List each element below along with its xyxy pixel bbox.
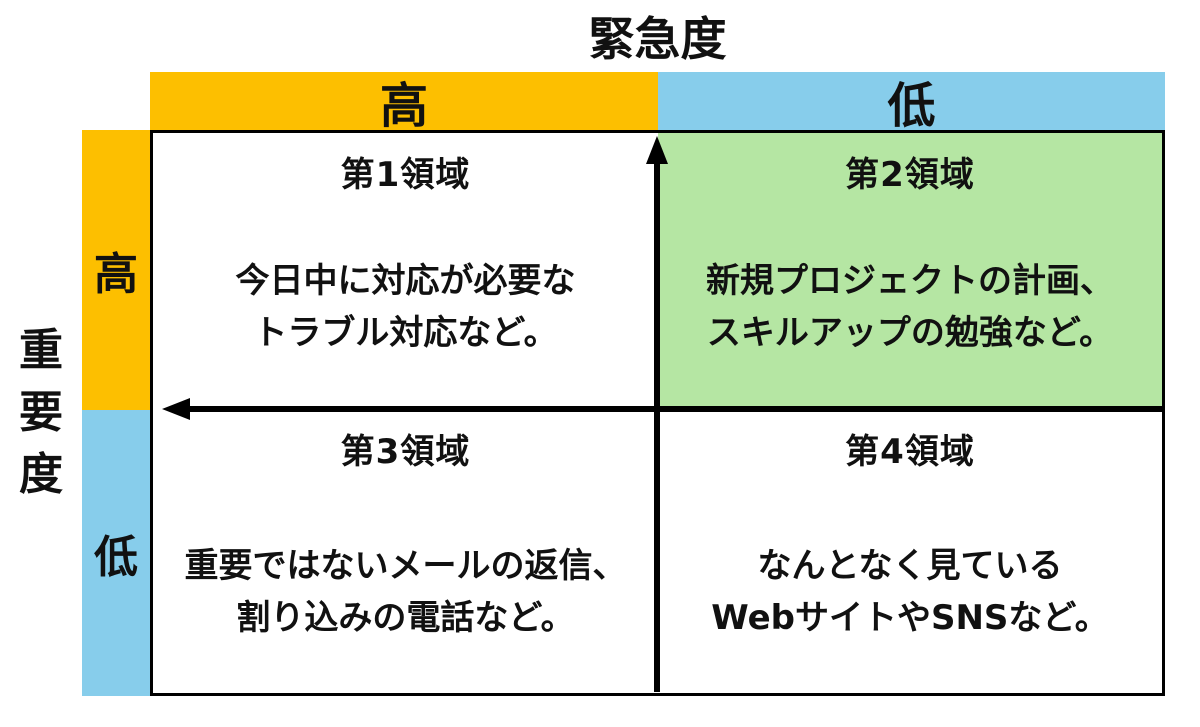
quadrant-4: 第4領域 なんとなく見ている WebサイトやSNSなど。 (658, 410, 1162, 693)
quadrant-description: 新規プロジェクトの計画、 スキルアップの勉強など。 (658, 255, 1162, 359)
quadrant-description: なんとなく見ている WebサイトやSNSなど。 (658, 540, 1162, 644)
urgency-axis-title: 緊急度 (588, 12, 727, 66)
description-line: WebサイトやSNSなど。 (711, 598, 1109, 638)
description-line: トラブル対応など。 (253, 313, 558, 353)
description-line: スキルアップの勉強など。 (706, 313, 1114, 353)
description-line: 新規プロジェクトの計画、 (706, 261, 1114, 301)
quadrant-title: 第1領域 (340, 155, 471, 195)
description-line: なんとなく見ている (757, 546, 1063, 586)
quadrant-3: 第3領域 重要ではないメールの返信、 割り込みの電話など。 (153, 410, 658, 693)
importance-title-char: 度 (19, 449, 63, 500)
urgency-high-header: 高 (150, 72, 658, 134)
importance-axis-title: 重要度 (0, 130, 82, 696)
quadrant-description: 重要ではないメールの返信、 割り込みの電話など。 (153, 540, 658, 644)
importance-title-char: 重 (19, 325, 63, 376)
quadrant-1: 第1領域 今日中に対応が必要な トラブル対応など。 (153, 133, 658, 410)
importance-high-header: 高 (82, 130, 150, 410)
quadrant-title: 第4領域 (845, 432, 975, 472)
quadrant-title: 第2領域 (845, 155, 975, 195)
description-line: 今日中に対応が必要な (235, 261, 576, 301)
quadrant-description: 今日中に対応が必要な トラブル対応など。 (153, 255, 658, 359)
description-line: 割り込みの電話など。 (236, 598, 575, 638)
quadrant-title: 第3領域 (340, 432, 471, 472)
quadrant-2: 第2領域 新規プロジェクトの計画、 スキルアップの勉強など。 (658, 133, 1162, 410)
description-line: 重要ではないメールの返信、 (184, 546, 627, 586)
importance-title-char: 要 (19, 387, 63, 438)
importance-low-header: 低 (82, 410, 150, 696)
urgency-low-header: 低 (658, 72, 1165, 134)
priority-matrix: 第1領域 今日中に対応が必要な トラブル対応など。 第2領域 新規プロジェクトの… (150, 130, 1165, 696)
